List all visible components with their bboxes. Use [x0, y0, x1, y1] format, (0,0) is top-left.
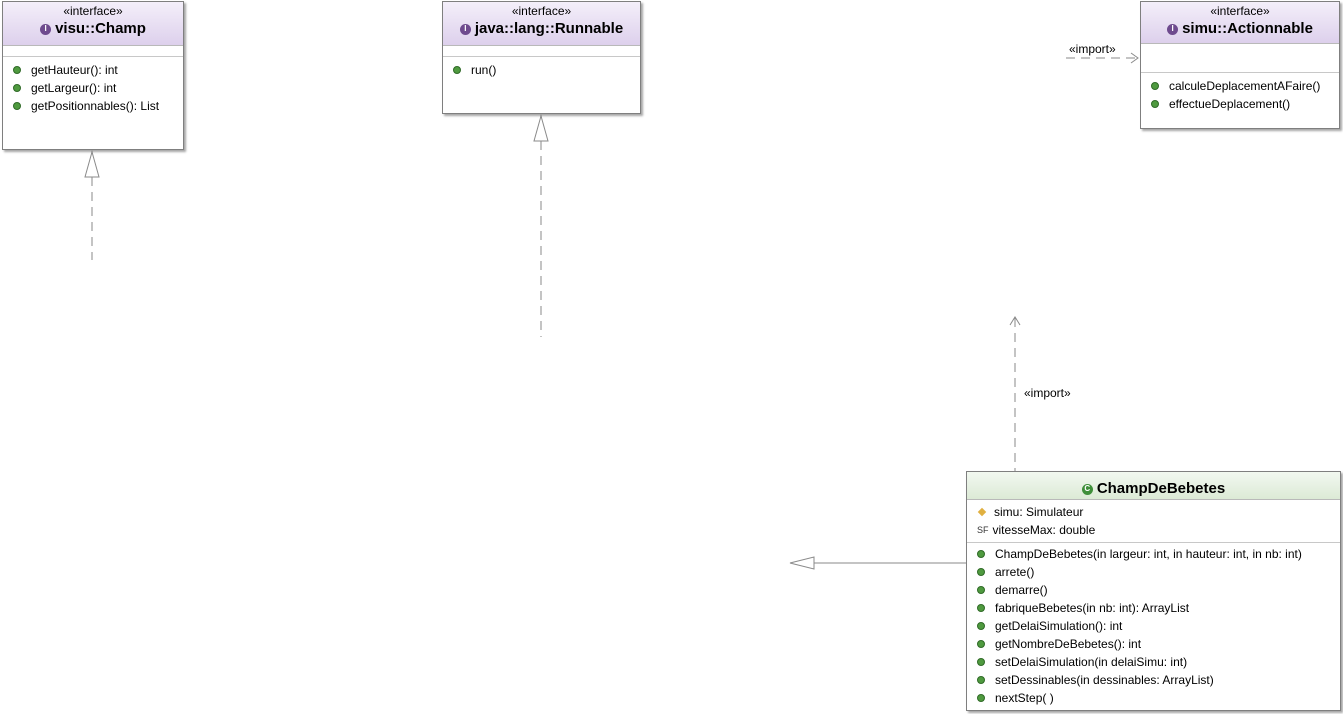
stereotype-label: «interface»: [511, 4, 572, 18]
method-row[interactable]: getNombreDeBebetes(): int: [977, 635, 1340, 653]
method-label: demarre(): [995, 583, 1048, 597]
import-label-top: «import»: [1069, 42, 1116, 56]
import-label-vertical: «import»: [1024, 386, 1071, 400]
method-row[interactable]: setDessinables(in dessinables: ArrayList…: [977, 671, 1340, 689]
interface-name: java::lang::Runnable: [474, 20, 624, 37]
realization-arrowhead-runnable: [533, 114, 549, 142]
method-label: getHauteur(): int: [31, 63, 118, 77]
interface-simu-actionnable[interactable]: «interface» I simu::Actionnable calculeD…: [1140, 1, 1340, 129]
interface-icon: I: [459, 23, 471, 35]
method-label: calculeDeplacementAFaire(): [1169, 79, 1321, 93]
interface-header: «interface» I visu::Champ: [3, 2, 183, 46]
method-row[interactable]: effectueDeplacement(): [1151, 95, 1339, 113]
public-method-icon: [13, 84, 21, 92]
public-method-icon: [977, 676, 985, 684]
interface-icon: I: [1167, 23, 1179, 35]
public-method-icon: [977, 694, 985, 702]
interface-name: visu::Champ: [55, 20, 146, 37]
constructor-icon: [977, 550, 985, 558]
public-method-icon: [977, 586, 985, 594]
interface-header: «interface» I simu::Actionnable: [1141, 2, 1339, 44]
interface-java-lang-runnable[interactable]: «interface» I java::lang::Runnable run(): [442, 1, 641, 114]
interface-icon: I: [40, 23, 52, 35]
attribute-compartment: [1141, 44, 1339, 73]
method-compartment: ChampDeBebetes(in largeur: int, in haute…: [967, 543, 1340, 711]
method-row[interactable]: getPositionnables(): List: [13, 97, 183, 115]
class-name: ChampDeBebetes: [1096, 480, 1226, 497]
method-label: ChampDeBebetes(in largeur: int, in haute…: [995, 547, 1302, 561]
method-label: arrete(): [995, 565, 1035, 579]
attribute-row[interactable]: simu: Simulateur: [977, 503, 1340, 521]
static-final-field-icon: SF: [977, 525, 989, 535]
method-row[interactable]: nextStep( ): [977, 689, 1340, 707]
interface-title: I simu::Actionnable: [1167, 19, 1313, 39]
interface-header: «interface» I java::lang::Runnable: [443, 2, 640, 46]
class-header: C ChampDeBebetes: [967, 472, 1340, 500]
interface-visu-champ[interactable]: «interface» I visu::Champ getHauteur(): …: [2, 1, 184, 150]
method-row[interactable]: ChampDeBebetes(in largeur: int, in haute…: [977, 545, 1340, 563]
interface-title: I java::lang::Runnable: [459, 19, 624, 39]
method-label: setDelaiSimulation(in delaiSimu: int): [995, 655, 1188, 669]
public-method-icon: [1151, 100, 1159, 108]
method-label: fabriqueBebetes(in nb: int): ArrayList: [995, 601, 1190, 615]
public-method-icon: [453, 66, 461, 74]
method-row[interactable]: fabriqueBebetes(in nb: int): ArrayList: [977, 599, 1340, 617]
method-row[interactable]: getDelaiSimulation(): int: [977, 617, 1340, 635]
attribute-compartment: [3, 46, 183, 57]
method-row[interactable]: run(): [453, 61, 640, 79]
method-label: nextStep( ): [995, 691, 1054, 705]
method-label: getPositionnables(): List: [31, 99, 160, 113]
public-method-icon: [1151, 82, 1159, 90]
attribute-compartment: [443, 46, 640, 57]
attribute-label: vitesseMax: double: [992, 523, 1096, 537]
public-method-icon: [977, 604, 985, 612]
method-compartment: run(): [443, 57, 640, 83]
import-arrowhead-actionnable: [1130, 52, 1139, 64]
interface-title: I visu::Champ: [40, 19, 146, 39]
class-title: C ChampDeBebetes: [1081, 479, 1226, 499]
public-method-icon: [977, 622, 985, 630]
method-label: getDelaiSimulation(): int: [995, 619, 1123, 633]
public-method-icon: [977, 658, 985, 666]
method-label: getLargeur(): int: [31, 81, 117, 95]
method-row[interactable]: setDelaiSimulation(in delaiSimu: int): [977, 653, 1340, 671]
interface-name: simu::Actionnable: [1182, 20, 1313, 37]
method-compartment: getHauteur(): int getLargeur(): int getP…: [3, 57, 183, 119]
public-method-icon: [13, 66, 21, 74]
method-row[interactable]: calculeDeplacementAFaire(): [1151, 77, 1339, 95]
method-label: getNombreDeBebetes(): int: [995, 637, 1142, 651]
method-label: effectueDeplacement(): [1169, 97, 1291, 111]
stereotype-label: «interface»: [1210, 4, 1270, 18]
stereotype-label: «interface»: [63, 4, 123, 18]
import-arrowhead-vertical: [1009, 316, 1021, 326]
class-icon: C: [1081, 483, 1093, 495]
public-method-icon: [977, 640, 985, 648]
public-method-icon: [13, 102, 21, 110]
realization-arrowhead-champ: [84, 150, 100, 178]
generalization-arrowhead: [789, 556, 815, 570]
method-compartment: calculeDeplacementAFaire() effectueDepla…: [1141, 73, 1339, 117]
method-row[interactable]: getLargeur(): int: [13, 79, 183, 97]
method-row[interactable]: demarre(): [977, 581, 1340, 599]
method-label: run(): [471, 63, 497, 77]
method-row[interactable]: arrete(): [977, 563, 1340, 581]
public-method-icon: [977, 568, 985, 576]
method-label: setDessinables(in dessinables: ArrayList…: [995, 673, 1214, 687]
attribute-label: simu: Simulateur: [994, 505, 1084, 519]
method-row[interactable]: getHauteur(): int: [13, 61, 183, 79]
protected-field-icon: [977, 507, 987, 517]
